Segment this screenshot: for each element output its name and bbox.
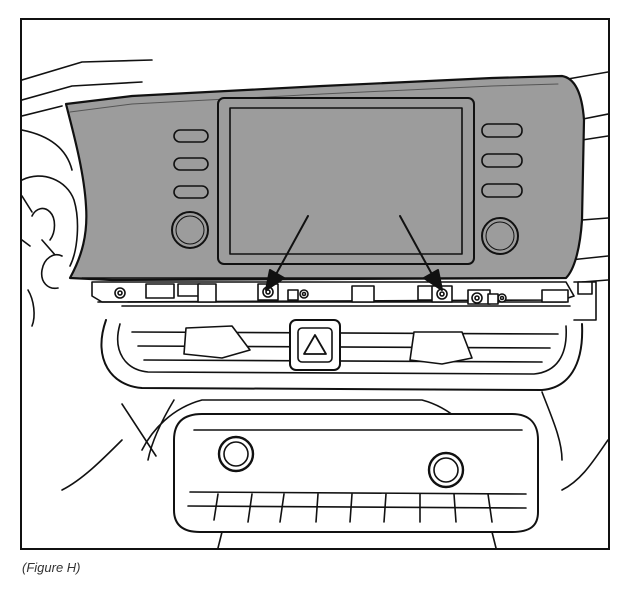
figure-caption: (Figure H) [22, 560, 81, 575]
left-knob-ring [175, 215, 205, 245]
arrow-left-shaft [273, 215, 309, 279]
right-knob-ring [485, 221, 515, 251]
bracket-tab-1 [145, 283, 175, 299]
gauge-cluster [22, 175, 79, 327]
screw-left-outer [114, 287, 126, 299]
right-vent-tab [409, 331, 473, 365]
head-unit-bezel [40, 74, 586, 290]
left-volume-knob [171, 211, 209, 249]
arrow-right-shaft [399, 215, 435, 279]
mounting-strip [91, 281, 597, 321]
right-button-2 [481, 153, 523, 168]
hazard-triangle-icon [303, 334, 327, 355]
bezel-top-edge [69, 83, 559, 113]
screw-extra-right [487, 293, 507, 305]
dashboard-illustration [22, 59, 608, 548]
screw-arrows [265, 215, 443, 291]
screen-display [229, 107, 463, 255]
arrow-left-head [265, 269, 285, 291]
vent-panel [100, 319, 584, 391]
screw-right-outer [467, 289, 491, 305]
left-button-1 [173, 129, 209, 143]
arrow-right-head [423, 269, 443, 291]
bracket-tab-2 [177, 283, 201, 297]
figure-frame [20, 18, 610, 550]
right-tune-knob [481, 217, 519, 255]
bracket-tab-3 [197, 283, 217, 303]
right-button-1 [481, 123, 523, 138]
bracket-tab-4 [351, 285, 375, 303]
left-button-3 [173, 185, 209, 199]
climate-control [173, 413, 539, 548]
left-button-2 [173, 157, 209, 171]
bracket-tab-6 [541, 289, 569, 303]
left-vent-tab [183, 325, 251, 359]
right-button-3 [481, 183, 523, 198]
right-side-clip [577, 281, 593, 295]
left-clip [40, 254, 63, 290]
screw-extra-center [287, 289, 309, 301]
